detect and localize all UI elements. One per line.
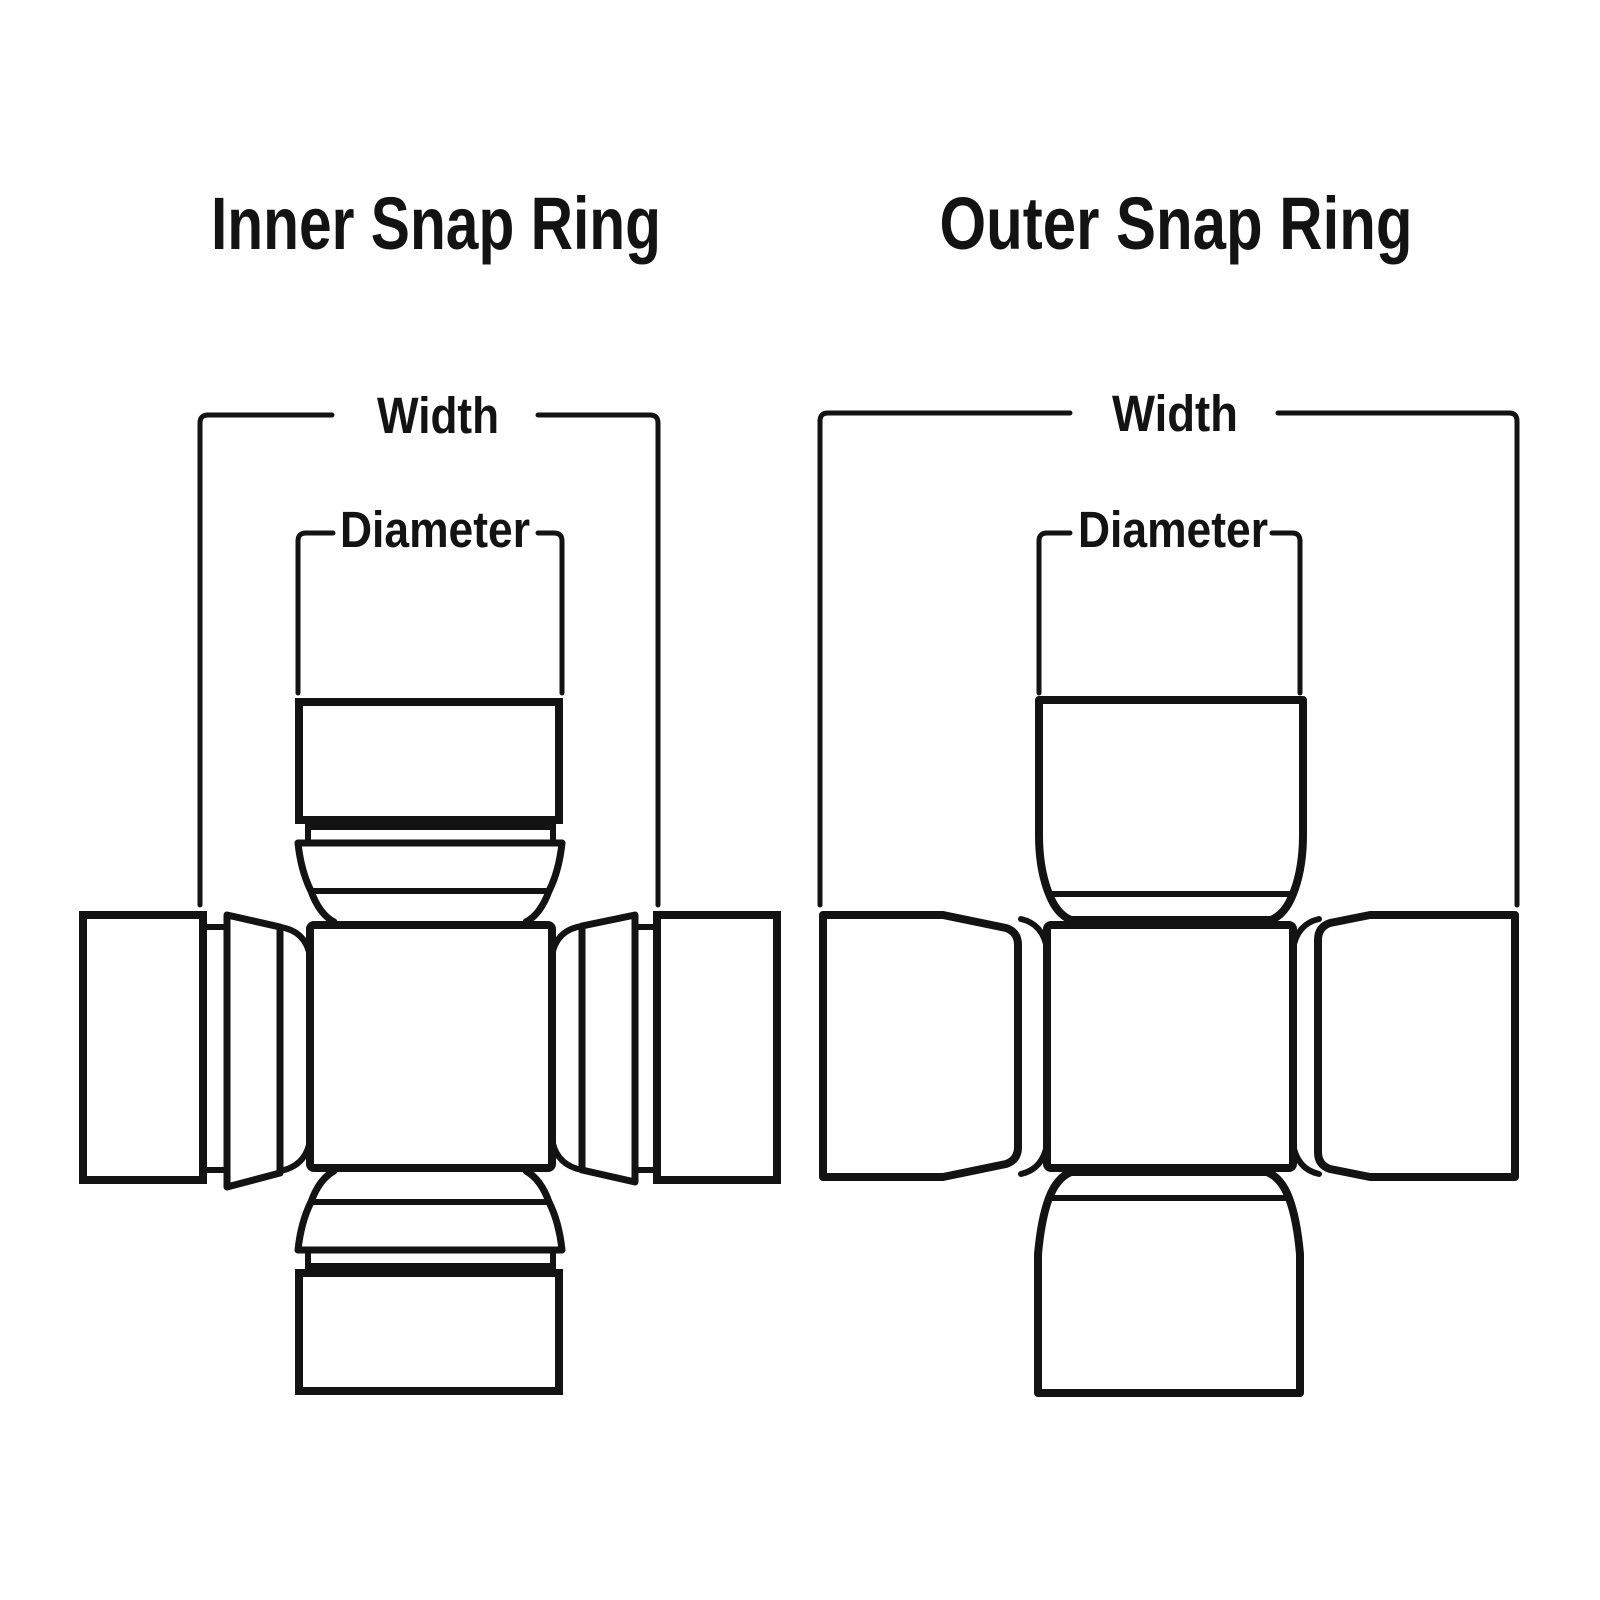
diameter-bracket-left-leg [295,530,336,696]
snap-ring-right [578,911,639,1186]
width-bracket-right-leg [1275,410,1520,908]
fillet-bottom-right [549,1136,585,1173]
cross-center-body [306,921,556,1172]
u-joint-cross-outer [819,696,1519,1397]
outer-snap-ring-panel: Outer Snap Ring Width Diameter [817,182,1520,1397]
diameter-bracket-right-leg [535,530,565,696]
bearing-cap-bottom [295,1269,563,1395]
width-bracket-left-leg [197,412,335,908]
fillet-bottom-right [1290,1141,1322,1177]
fillet-top-right [549,923,585,959]
panel-title: Outer Snap Ring [940,182,1413,265]
inner-snap-ring-panel: Inner Snap Ring Width Diameter [79,182,781,1395]
diameter-label: Diameter [1078,501,1268,558]
diameter-dimension-bracket: Diameter [1036,501,1303,696]
seal-flange-bottom [294,1167,566,1254]
bottom-arm [294,1167,566,1395]
top-arm [294,698,566,926]
bearing-cap-top [1035,696,1307,924]
left-arm [79,911,284,1191]
right-arm [578,911,781,1186]
fillet-top-right [1290,916,1322,952]
bearing-cap-right [653,911,781,1184]
bottom-arm [1034,1168,1304,1397]
width-label: Width [377,387,499,444]
top-arm [1035,696,1307,924]
seal-flange-top [294,839,566,926]
width-dimension-bracket: Width [817,385,1520,908]
bearing-cap-left [79,911,207,1184]
fillet-bottom-left [277,1137,313,1174]
fillet-top-left [277,924,313,960]
bearing-cap-left [819,911,1022,1181]
bearing-cap-bottom [1034,1168,1304,1397]
width-bracket-left-leg [817,410,1073,908]
bearing-cap-top [295,698,563,824]
diameter-dimension-bracket: Diameter [295,501,565,696]
width-bracket-right-leg [535,412,661,908]
diameter-label: Diameter [340,501,530,558]
snap-ring-left [223,911,284,1191]
width-dimension-bracket: Width [197,387,661,908]
width-label: Width [1112,385,1238,442]
panel-title: Inner Snap Ring [211,182,661,265]
bearing-cap-right [1314,911,1519,1181]
fillet-bottom-left [1018,1141,1050,1177]
diameter-bracket-left-leg [1036,530,1073,696]
fillet-top-left [1018,916,1050,952]
u-joint-cross-inner [79,698,781,1395]
cross-center-body [1043,921,1297,1172]
diameter-bracket-right-leg [1269,530,1303,696]
